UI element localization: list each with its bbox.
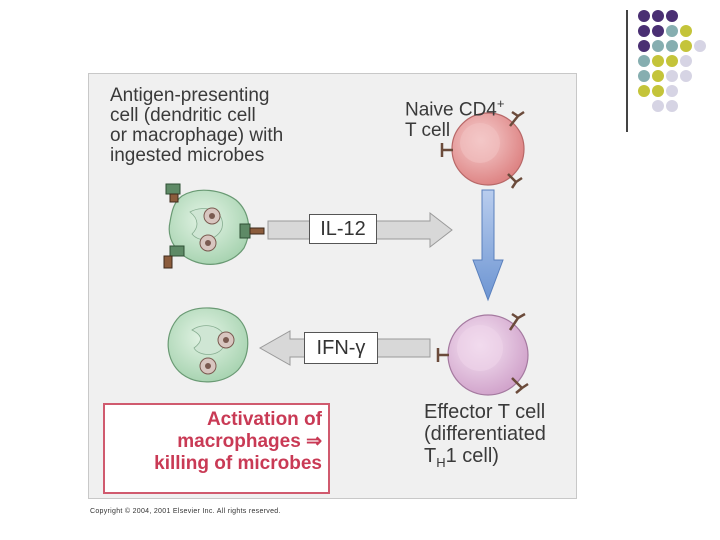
decor-dot xyxy=(652,40,664,52)
decor-dot xyxy=(652,10,664,22)
apc-receptor-top xyxy=(165,183,181,203)
decor-dot xyxy=(666,55,678,67)
effector-receptor-left xyxy=(436,348,449,362)
naive-label-sup: + xyxy=(496,96,505,111)
decor-dot xyxy=(638,70,650,82)
decor-dot xyxy=(638,55,650,67)
apc-receptor-bottom xyxy=(163,245,185,269)
effector-t-cell xyxy=(447,314,529,396)
apc-receptor-right xyxy=(239,223,265,239)
activation-line: macrophages ⇒ xyxy=(177,431,322,452)
naive-label-line2: T cell xyxy=(405,120,451,142)
decor-dot xyxy=(652,100,664,112)
effector-receptor-top xyxy=(508,312,526,331)
activated-macrophage xyxy=(167,307,249,383)
ifn-gamma-label: IFN-γ xyxy=(304,332,378,364)
decor-dot xyxy=(666,70,678,82)
naive-receptor-bottom xyxy=(507,173,523,189)
differentiation-arrow xyxy=(472,189,504,302)
effector-receptor-bottom xyxy=(511,377,529,394)
decor-divider-line xyxy=(626,10,628,132)
activation-box: Activation of macrophages ⇒ killing of m… xyxy=(103,403,330,494)
il12-label: IL-12 xyxy=(309,214,377,244)
naive-receptor-left xyxy=(440,143,453,157)
apc-label-line: Antigen-presenting xyxy=(110,85,270,106)
decor-dot xyxy=(666,85,678,97)
apc-label-line: or macrophage) with xyxy=(110,125,284,146)
effector-label-line: Effector T cell xyxy=(424,401,546,423)
decor-dot xyxy=(680,40,692,52)
copyright-text: Copyright © 2004, 2001 Elsevier Inc. All… xyxy=(90,508,281,515)
decor-dot xyxy=(638,85,650,97)
activation-label: Activation of macrophages ⇒ killing of m… xyxy=(117,409,322,475)
decor-dot xyxy=(666,10,678,22)
th1-sub: H xyxy=(436,455,446,470)
apc-cell xyxy=(168,189,250,265)
effector-label-line3: TH1 cell) xyxy=(424,445,546,474)
decor-dot xyxy=(638,10,650,22)
decor-dot xyxy=(652,85,664,97)
decor-dot xyxy=(666,100,678,112)
naive-t-cell xyxy=(451,112,525,186)
effector-label-line: (differentiated xyxy=(424,423,546,445)
decor-dot xyxy=(652,25,664,37)
naive-receptor-top xyxy=(509,110,525,127)
activation-line: killing of microbes xyxy=(154,453,322,474)
activation-line: Activation of xyxy=(206,409,322,430)
th1-rest: 1 cell) xyxy=(445,445,499,467)
apc-label-line: ingested microbes xyxy=(110,145,265,166)
decor-dot xyxy=(652,70,664,82)
decor-dot xyxy=(680,70,692,82)
decor-dot xyxy=(638,40,650,52)
apc-label: Antigen-presenting cell (dendritic cell … xyxy=(110,86,340,166)
decor-dot xyxy=(694,40,706,52)
decor-dot xyxy=(666,40,678,52)
naive-t-cell-label: Naive CD4+ T cell xyxy=(405,93,504,141)
decor-dot xyxy=(638,25,650,37)
decor-dot xyxy=(666,25,678,37)
apc-label-line: cell (dendritic cell xyxy=(110,105,256,126)
th1-T: T xyxy=(424,445,437,467)
decor-dot xyxy=(680,25,692,37)
decor-dot xyxy=(680,55,692,67)
naive-label-main: Naive CD4 xyxy=(405,99,497,121)
decor-dot xyxy=(652,55,664,67)
effector-t-cell-label: Effector T cell (differentiated TH1 cell… xyxy=(424,401,546,474)
